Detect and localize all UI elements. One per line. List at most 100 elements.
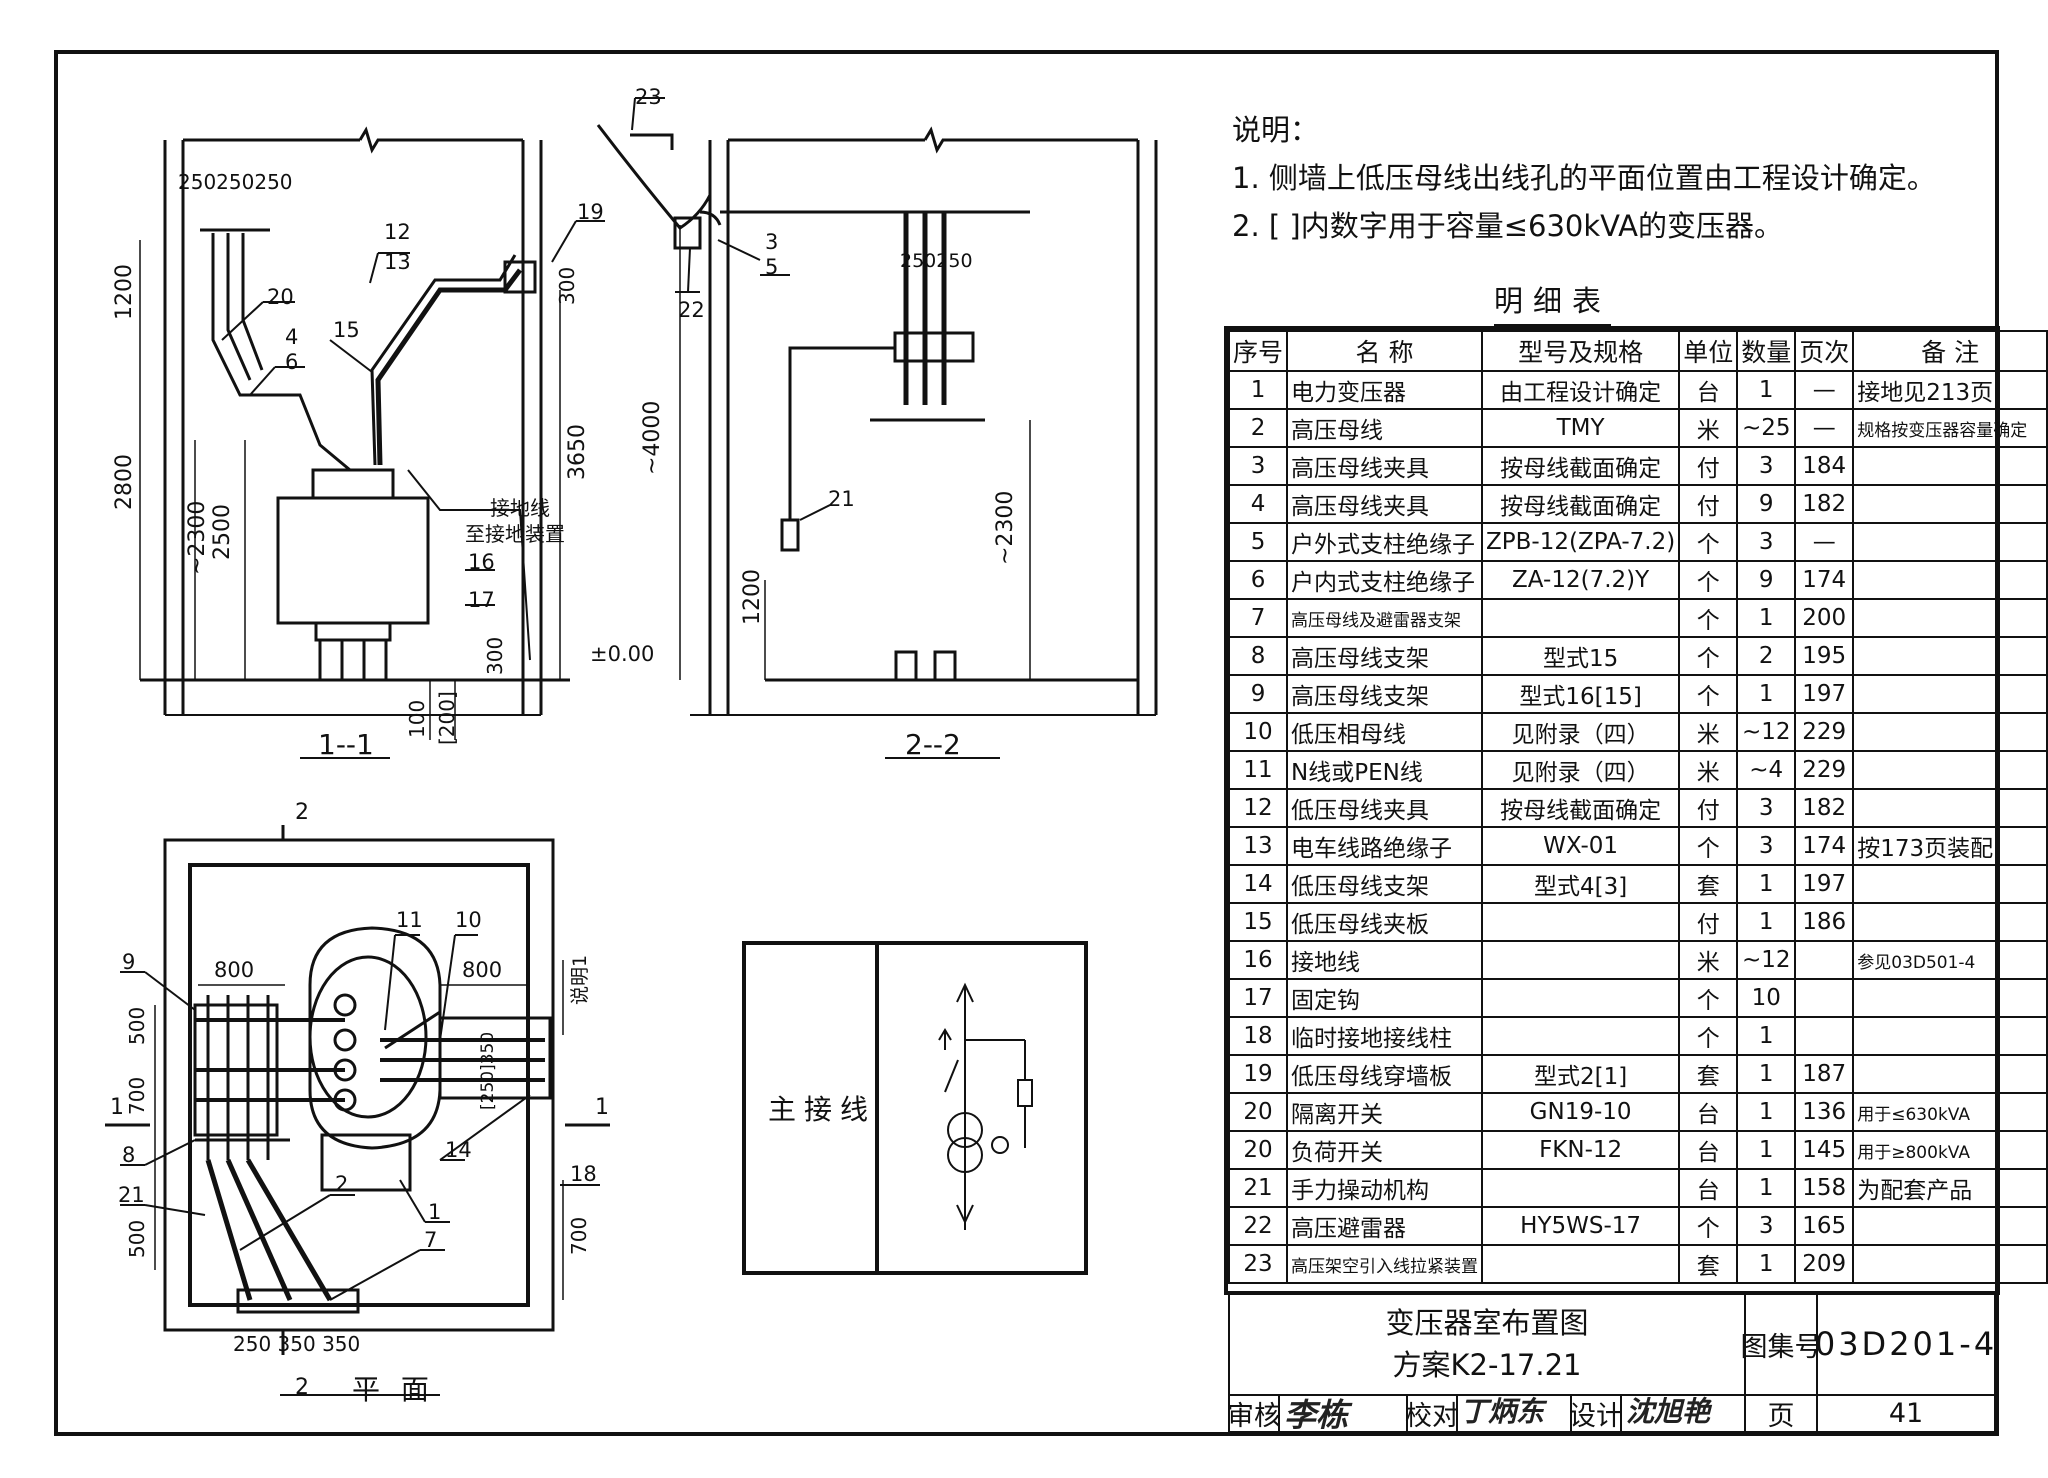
table-cell-page: 165 [1794,1206,1855,1246]
table-cell-no: 3 [1227,446,1289,486]
sec2-dim-4000: ~4000 [640,400,665,475]
table-cell-name: 固定钩 [1286,978,1484,1018]
table-cell-unit: 付 [1678,902,1739,942]
table-cell-qty: 1 [1736,1092,1797,1132]
table-cell-no: 23 [1227,1244,1289,1284]
table-cell-model: GN19-10 [1481,1092,1681,1132]
table-cell-unit: 个 [1678,560,1739,600]
header-no: 序号 [1227,330,1289,372]
notes-block: 说明： 1. 侧墙上低压母线出线孔的平面位置由工程设计确定。 2. [ ]内数字… [1232,106,1936,250]
plan-dim-800a: 800 [214,958,255,982]
plan-dim-500a: 500 [125,1006,149,1045]
review-label: 审核 [1227,1394,1281,1433]
table-cell-model: 型式2[1] [1481,1054,1681,1094]
table-cell-qty: ~12 [1736,940,1797,980]
plan-view [105,825,610,1396]
main-wiring-diagram [742,941,1088,1275]
table-cell-unit: 台 [1678,1168,1739,1208]
plan-caption: 平 面 [352,1373,435,1406]
table-cell-no: 19 [1227,1054,1289,1094]
table-cell-remark [1852,1054,2048,1094]
table-cell-no: 5 [1227,522,1289,562]
sec1-dim-top: 250250250 [178,170,293,194]
sec1-dim-3650: 3650 [565,424,590,480]
main-wiring-label: 主接线 [768,1093,877,1126]
note-line-2: 2. [ ]内数字用于容量≤630kVA的变压器。 [1232,209,1784,243]
table-cell-qty: 3 [1736,788,1797,828]
table-cell-qty: ~4 [1736,750,1797,790]
drawing-name: 变压器室布置图 [1385,1306,1589,1340]
table-cell-page: 229 [1794,750,1855,790]
table-cell-model [1481,978,1681,1018]
table-cell-qty: 3 [1736,522,1797,562]
table-cell-qty: 1 [1736,1054,1797,1094]
table-cell-remark: 按173页装配 [1852,826,2048,866]
table-cell-unit: 台 [1678,1130,1739,1170]
sec2-tag-23: 23 [635,85,662,109]
table-cell-no: 13 [1227,826,1289,866]
table-cell-qty: 1 [1736,1244,1797,1284]
table-cell-model: 见附录（四） [1481,750,1681,790]
note-line-1: 1. 侧墙上低压母线出线孔的平面位置由工程设计确定。 [1232,161,1936,195]
sec1-tag-12: 12 [384,220,411,244]
plan-dim-mid: [250]350 [478,1031,498,1110]
table-cell-model: 按母线截面确定 [1481,788,1681,828]
table-cell-qty: 3 [1736,1206,1797,1246]
table-cell-unit: 个 [1678,826,1739,866]
check-label: 校对 [1405,1394,1459,1433]
sec2-tag-3: 3 [765,230,779,254]
header-remark: 备 注 [1852,330,2048,372]
table-cell-model: 型式15 [1481,636,1681,676]
table-cell-page: 229 [1794,712,1855,752]
sec1-dim-100: 100 [405,699,429,738]
table-cell-page: — [1794,522,1855,562]
table-cell-qty: 9 [1736,560,1797,600]
table-cell-page: 158 [1794,1168,1855,1208]
sec1-tag-4: 4 [285,325,299,349]
section-2-2-view [596,97,1158,759]
table-cell-qty: 1 [1736,370,1797,410]
table-cell-unit: 米 [1678,940,1739,980]
table-cell-name: 低压母线支架 [1286,864,1484,904]
atlas-number: 03D201-4 [1815,1292,1996,1396]
table-cell-no: 8 [1227,636,1289,676]
sec2-dim-1200: 1200 [740,569,765,625]
sec1-tag-20: 20 [267,285,294,309]
design-label: 设计 [1569,1394,1623,1433]
title-block: 变压器室布置图 方案K2-17.21 图集号 03D201-4 审核 校对 设计… [1227,1292,1996,1434]
plan-tag-11: 11 [396,908,423,932]
table-cell-qty: 3 [1736,826,1797,866]
design-signature: 沈旭艳 [1626,1395,1711,1428]
table-cell-unit: 个 [1678,598,1739,638]
sec1-caption: 1--1 [318,728,374,761]
table-cell-no: 22 [1227,1206,1289,1246]
table-cell-model [1481,902,1681,942]
table-cell-unit: 套 [1678,1054,1739,1094]
table-cell-remark [1852,674,2048,714]
table-cell-page: — [1794,408,1855,448]
table-title: 明细表 [1494,278,1612,327]
table-cell-remark: 参见03D501-4 [1852,940,2048,980]
table-cell-model: ZA-12(7.2)Y [1481,560,1681,600]
table-cell-page: 197 [1794,674,1855,714]
plan-tag-9: 9 [122,950,136,974]
table-cell-unit: 个 [1678,1206,1739,1246]
sec2-tag-21: 21 [828,487,855,511]
page-number: 41 [1816,1394,1996,1433]
table-cell-model [1481,1168,1681,1208]
table-cell-qty: 2 [1736,636,1797,676]
table-cell-model: 型式16[15] [1481,674,1681,714]
table-cell-page: 145 [1794,1130,1855,1170]
plan-tag-2: 2 [335,1172,349,1196]
table-cell-name: 隔离开关 [1286,1092,1484,1132]
table-cell-name: 手力操动机构 [1286,1168,1484,1208]
table-cell-remark: 规格按变压器容量确定 [1852,408,2048,448]
